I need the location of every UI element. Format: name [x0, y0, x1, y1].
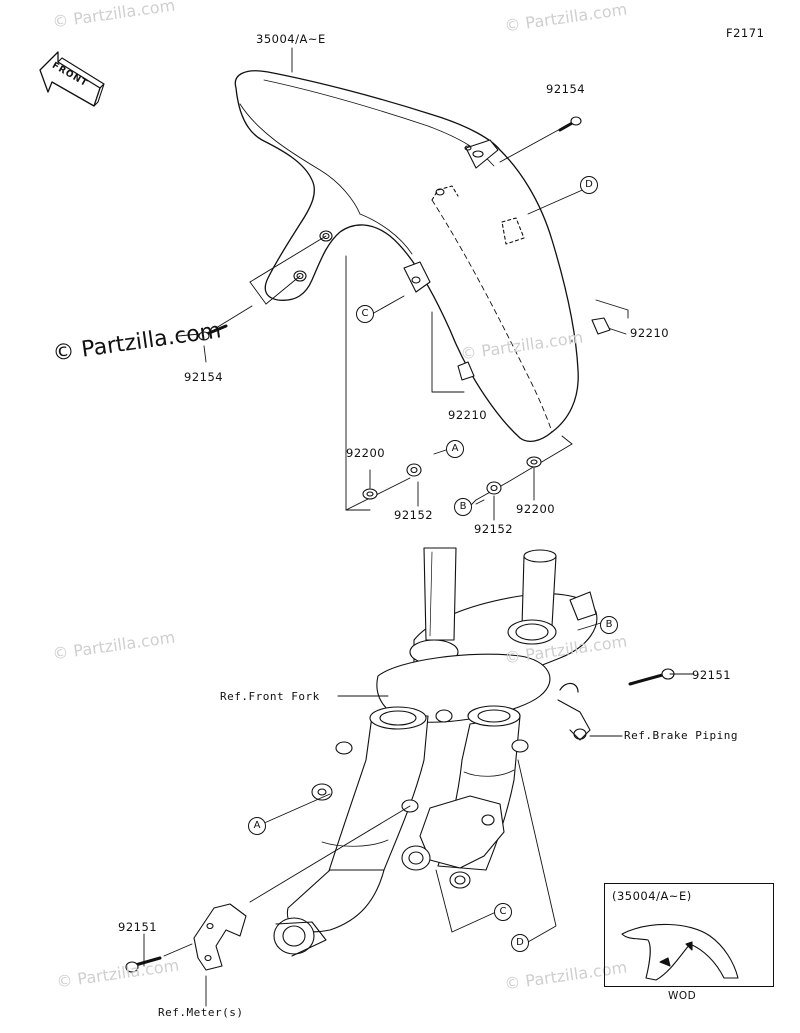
figure-code: F2171 [726, 26, 765, 40]
inset-fender-drawing [621, 923, 739, 981]
callout-b-top: B [454, 498, 472, 516]
part-number-clip-right: 92210 [630, 326, 670, 340]
inset-caption: WOD [668, 990, 697, 1002]
ref-meters: Ref.Meter(s) [158, 1006, 244, 1019]
callout-a-bottom: A [248, 817, 266, 835]
inset-box [604, 883, 774, 987]
front-fork [125, 547, 675, 973]
part-number-fender: 35004/A~E [256, 32, 326, 46]
callout-a-top: A [446, 440, 464, 458]
part-number-washer-left: 92200 [346, 446, 386, 460]
part-number-bolt-fork-right: 92151 [692, 668, 732, 682]
ref-front-fork: Ref.Front Fork [220, 690, 320, 703]
part-number-bolt-top: 92154 [546, 82, 586, 96]
leader-lines-bottom [143, 621, 695, 1007]
callout-b-fork: B [600, 616, 618, 634]
part-number-bushing-right: 92152 [474, 522, 514, 536]
part-number-clip-center: 92210 [448, 408, 488, 422]
part-number-bushing-left: 92152 [394, 508, 434, 522]
part-number-washer-right: 92200 [516, 502, 556, 516]
hardware-top [198, 116, 611, 500]
part-number-bolt-left: 92154 [184, 370, 224, 384]
front-arrow-icon [39, 51, 105, 107]
callout-c-bottom: C [494, 903, 512, 921]
callout-c-top: C [356, 305, 374, 323]
callout-d-bottom: D [511, 934, 529, 952]
ref-brake-piping: Ref.Brake Piping [624, 729, 738, 742]
front-fender [234, 70, 579, 443]
callout-d-top: D [580, 176, 598, 194]
inset-title: (35004/A~E) [612, 889, 692, 903]
part-number-bolt-fork-left: 92151 [118, 920, 158, 934]
